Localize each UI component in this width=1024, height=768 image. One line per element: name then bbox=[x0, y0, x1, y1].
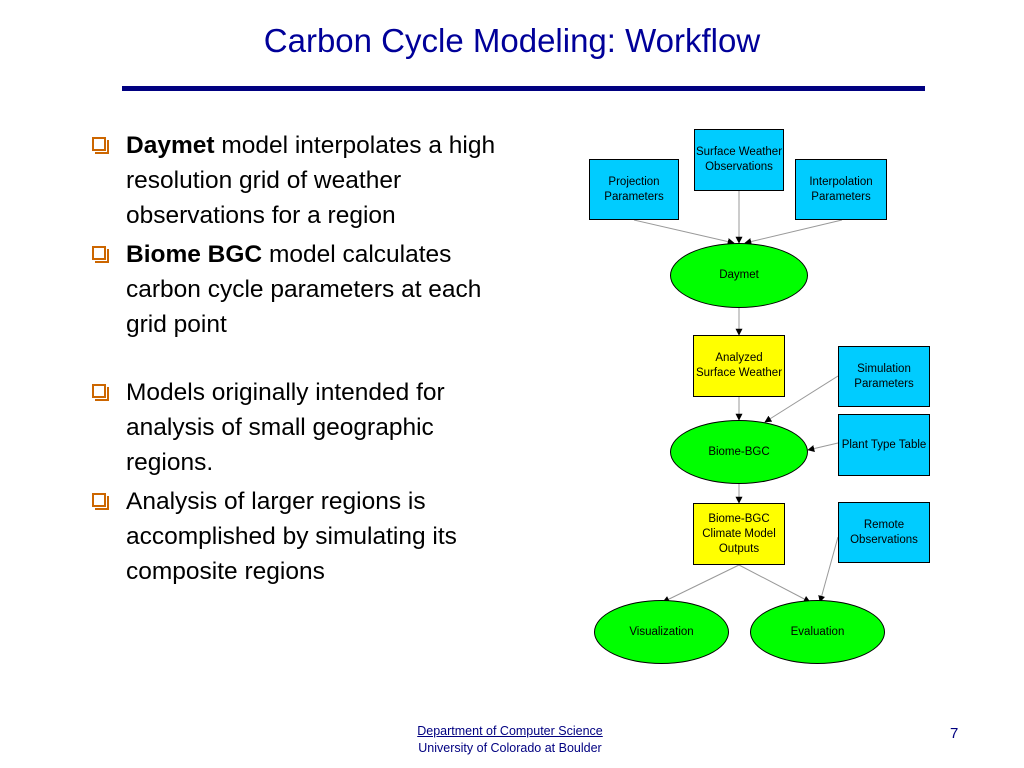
node-simulation-parameters: Simulation Parameters bbox=[838, 346, 930, 407]
bullet-text: Analysis of larger regions is accomplish… bbox=[126, 488, 457, 585]
title-underline bbox=[122, 86, 925, 91]
bullet-bold-term: Biome BGC bbox=[126, 241, 263, 268]
checkbox-bullet-icon bbox=[92, 493, 109, 510]
node-biome-bgc-outputs: Biome-BGC Climate Model Outputs bbox=[693, 503, 785, 565]
edge-projection-to-daymet bbox=[633, 219, 735, 245]
bullet-item: Biome BGC model calculates carbon cycle … bbox=[92, 237, 512, 342]
edge-simulation-to-biomebgc bbox=[764, 375, 839, 423]
edge-outputs-to-visualization bbox=[662, 564, 740, 603]
edge-remote-to-evaluation bbox=[818, 536, 839, 603]
bullet-bold-term: Daymet bbox=[126, 132, 215, 159]
bullet-list: Daymet model interpolates a high resolut… bbox=[92, 128, 512, 589]
node-evaluation: Evaluation bbox=[750, 600, 885, 664]
node-surface-weather-observations: Surface Weather Observations bbox=[694, 129, 784, 191]
node-visualization: Visualization bbox=[594, 600, 729, 664]
node-interpolation-parameters: Interpolation Parameters bbox=[795, 159, 887, 220]
bullet-item: Analysis of larger regions is accomplish… bbox=[92, 484, 512, 589]
bullet-text: Models originally intended for analysis … bbox=[126, 379, 445, 476]
bullet-text: model calculates carbon cycle parameters… bbox=[126, 241, 482, 338]
checkbox-bullet-icon bbox=[92, 137, 109, 154]
edge-planttype-to-biomebgc bbox=[807, 442, 839, 452]
edge-interpolation-to-daymet bbox=[744, 219, 843, 245]
node-projection-parameters: Projection Parameters bbox=[589, 159, 679, 220]
node-analyzed-surface-weather: Analyzed Surface Weather bbox=[693, 335, 785, 397]
checkbox-bullet-icon bbox=[92, 384, 109, 401]
bullet-text: model interpolates a high resolution gri… bbox=[126, 132, 496, 229]
university-name: University of Colorado at Boulder bbox=[418, 741, 602, 755]
slide-title: Carbon Cycle Modeling: Workflow bbox=[263, 22, 761, 59]
department-link[interactable]: Department of Computer Science bbox=[417, 724, 603, 738]
node-biome-bgc: Biome-BGC bbox=[670, 420, 808, 484]
bullet-item: Models originally intended for analysis … bbox=[92, 375, 512, 480]
page-number: 7 bbox=[950, 725, 959, 742]
checkbox-bullet-icon bbox=[92, 246, 109, 263]
edge-outputs-to-evaluation bbox=[738, 564, 811, 603]
node-remote-observations: Remote Observations bbox=[838, 502, 930, 563]
node-plant-type-table: Plant Type Table bbox=[838, 414, 930, 476]
node-daymet: Daymet bbox=[670, 243, 808, 308]
bullet-item: Daymet model interpolates a high resolut… bbox=[92, 128, 512, 233]
